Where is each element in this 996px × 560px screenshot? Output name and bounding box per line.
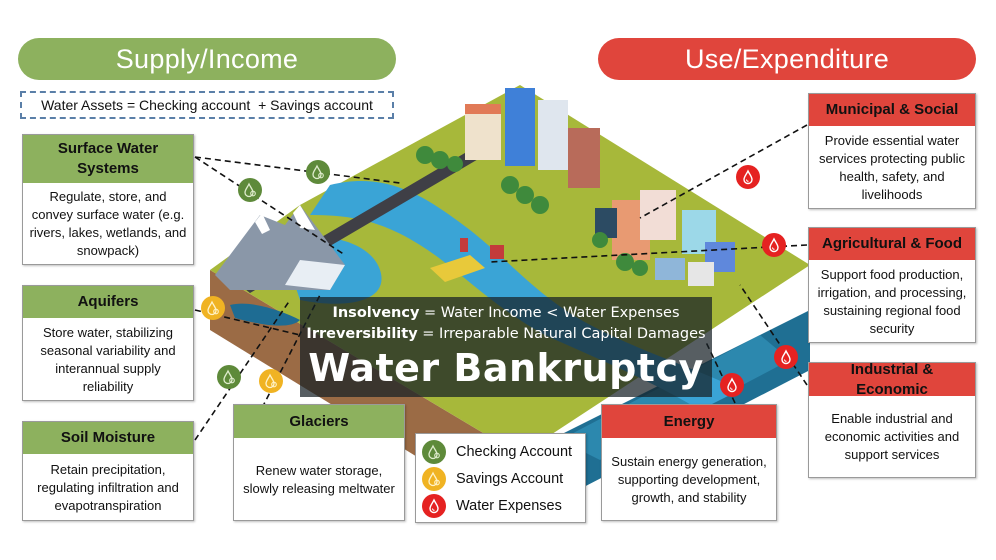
card-title: Energy <box>602 405 776 438</box>
water-expenses-drop-icon <box>720 373 744 397</box>
trees <box>416 146 648 276</box>
card-title: Agricultural & Food <box>809 228 975 260</box>
card-soil-moisture: Soil Moisture Retain precipitation, regu… <box>22 421 194 521</box>
card-glaciers: Glaciers Renew water storage, slowly rel… <box>233 404 405 521</box>
card-body: Provide essential water services protect… <box>819 132 965 202</box>
insolvency-definition: Insolvency = Water Income < Water Expens… <box>332 305 680 321</box>
water-expenses-drop-icon <box>774 345 798 369</box>
card-surface-water-systems: Surface Water Systems Regulate, store, a… <box>22 134 194 265</box>
card-title: Industrial & Economic <box>809 361 975 398</box>
card-body: Support food production, irrigation, and… <box>817 266 967 336</box>
water-expenses-drop-icon <box>736 165 760 189</box>
water-bankruptcy-title: Water Bankruptcy <box>308 346 704 390</box>
card-title: Glaciers <box>234 405 404 438</box>
water-assets-equation: Water Assets = Checking account + Saving… <box>20 91 394 119</box>
card-agricultural-food: Agricultural & Food Support food product… <box>808 227 976 343</box>
legend: Checking Account Savings Account Water E… <box>415 433 586 523</box>
legend-label: Checking Account <box>456 443 573 460</box>
legend-item-savings: Savings Account <box>422 465 579 492</box>
checking-account-drop-icon <box>217 365 241 389</box>
checking-account-drop-icon <box>306 160 330 184</box>
card-title: Aquifers <box>23 286 193 318</box>
card-industrial-economic: Industrial & Economic Enable industrial … <box>808 361 976 478</box>
water-expenses-drop-icon <box>762 233 786 257</box>
water-expenses-drop-icon <box>422 493 446 518</box>
legend-label: Water Expenses <box>456 497 562 514</box>
use-expenditure-header: Use/Expenditure <box>598 38 976 80</box>
savings-account-drop-icon <box>422 466 446 491</box>
card-title: Surface Water Systems <box>23 135 193 183</box>
card-body: Renew water storage, slowly releasing me… <box>243 462 395 496</box>
supply-income-title: Supply/Income <box>115 43 299 74</box>
card-energy: Energy Sustain energy generation, suppor… <box>601 404 777 521</box>
savings-account-drop-icon <box>201 296 225 320</box>
card-body: Sustain energy generation, supporting de… <box>611 453 767 505</box>
checking-account-drop-icon <box>422 439 446 464</box>
checking-account-drop-icon <box>238 178 262 202</box>
farm <box>430 238 504 282</box>
legend-label: Savings Account <box>456 470 564 487</box>
water-bankruptcy-banner: Insolvency = Water Income < Water Expens… <box>300 297 712 397</box>
legend-item-checking: Checking Account <box>422 438 579 465</box>
card-body: Retain precipitation, regulating infiltr… <box>37 461 179 513</box>
card-aquifers: Aquifers Store water, stabilizing season… <box>22 285 194 401</box>
legend-item-expenses: Water Expenses <box>422 492 579 519</box>
card-title: Municipal & Social <box>809 94 975 126</box>
factory <box>655 258 714 286</box>
card-body: Enable industrial and economic activitie… <box>824 411 960 462</box>
supply-income-header: Supply/Income <box>18 38 396 80</box>
irreversibility-definition: Irreversibility = Irreparable Natural Ca… <box>306 326 706 342</box>
card-municipal-social: Municipal & Social Provide essential wat… <box>808 93 976 209</box>
card-title: Soil Moisture <box>23 422 193 454</box>
card-body: Regulate, store, and convey surface wate… <box>29 189 187 258</box>
savings-account-drop-icon <box>259 369 283 393</box>
card-body: Store water, stabilizing seasonal variab… <box>40 324 176 394</box>
use-expenditure-title: Use/Expenditure <box>684 43 890 74</box>
